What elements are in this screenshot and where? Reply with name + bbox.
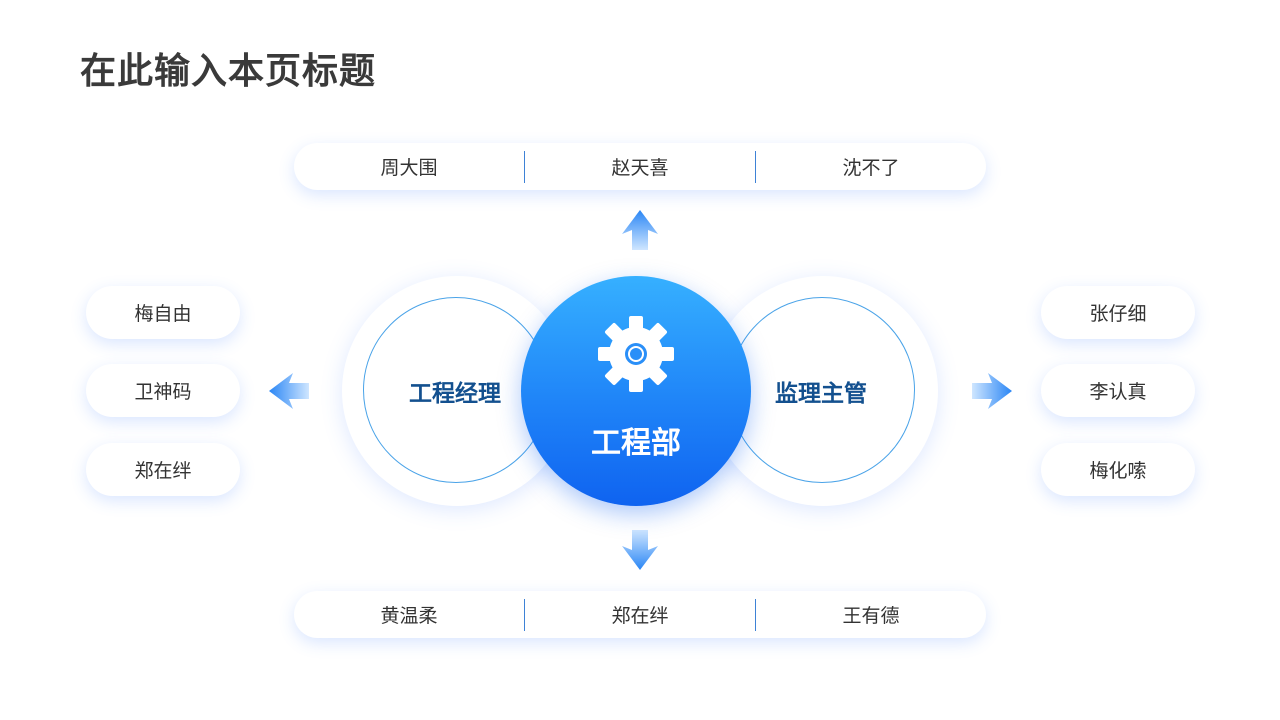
right-member-pill: 梅化嗦 bbox=[1041, 443, 1195, 496]
member-name: 赵天喜 bbox=[611, 157, 669, 179]
member-name: 王有德 bbox=[842, 605, 900, 627]
arrow-left-icon bbox=[269, 373, 309, 409]
divider bbox=[755, 150, 756, 183]
divider bbox=[755, 598, 756, 631]
left-role-label: 工程经理 bbox=[409, 381, 501, 407]
member-name: 黄温柔 bbox=[380, 605, 438, 627]
divider bbox=[524, 598, 525, 631]
page-title: 在此输入本页标题 bbox=[80, 51, 377, 92]
arrow-up-icon bbox=[622, 210, 658, 250]
right-role-label: 监理主管 bbox=[775, 381, 867, 407]
arrow-down-icon bbox=[622, 530, 658, 570]
member-name: 郑在绊 bbox=[611, 605, 669, 627]
center-department-circle: 工程部 bbox=[521, 276, 751, 506]
arrow-right-icon bbox=[972, 373, 1012, 409]
member-name: 沈不了 bbox=[842, 157, 900, 179]
right-member-pill: 李认真 bbox=[1041, 364, 1195, 417]
center-department-label: 工程部 bbox=[591, 426, 681, 461]
member-name: 周大围 bbox=[380, 157, 438, 179]
left-member-pill: 郑在绊 bbox=[86, 443, 240, 496]
right-member-pill: 张仔细 bbox=[1041, 286, 1195, 339]
gear-icon bbox=[598, 316, 674, 392]
divider bbox=[524, 150, 525, 183]
top-member-bar: 周大围 赵天喜 沈不了 bbox=[294, 143, 986, 190]
left-member-pill: 梅自由 bbox=[86, 286, 240, 339]
left-member-pill: 卫神码 bbox=[86, 364, 240, 417]
bottom-member-bar: 黄温柔 郑在绊 王有德 bbox=[294, 591, 986, 638]
